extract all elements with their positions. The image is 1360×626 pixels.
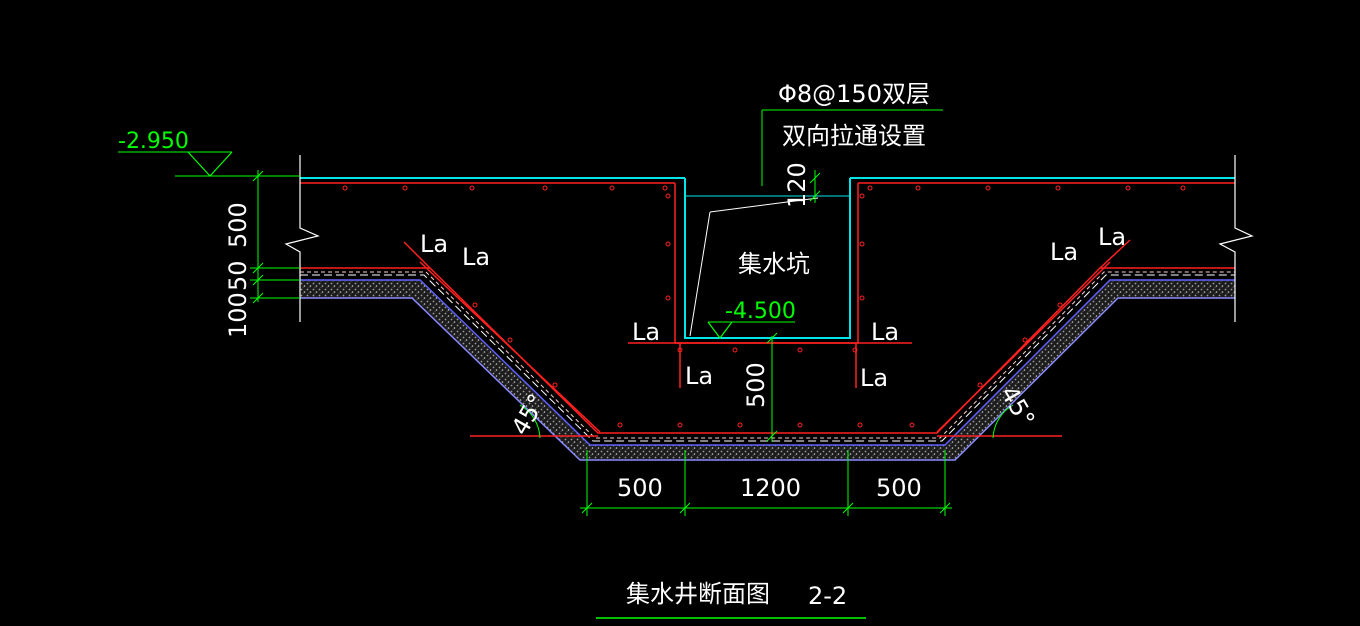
drawing-title: 集水井断面图 [626,580,770,608]
dim-below-pit-tick1 [766,332,778,344]
angle-arc-right [992,404,1014,439]
la-label-4: La [685,362,713,390]
break-line-left [284,155,320,322]
angle-label-left: 45° [506,389,552,440]
bottom-rebar [300,267,1235,434]
rebar-lap-right-top [1099,239,1131,269]
rebar-lap-left-top [403,241,431,269]
la-label-7: La [1050,238,1078,266]
elevation-top-label: -2.950 [118,129,189,154]
dim-below-pit-label: 500 [742,362,770,408]
pit-label: 集水坑 [738,250,810,278]
rebar-dots [342,185,1186,428]
rebar-note-line1: Φ8@150双层 [778,80,930,108]
elev-top-triangle [187,151,233,177]
leader-pit-bracket [689,211,711,337]
section-id: 2-2 [808,582,847,610]
dim-cushion-label: 50 [224,260,252,291]
rebar-note-line2: 双向拉通设置 [782,122,926,150]
dim-bottom-ticks [581,450,951,516]
dim-bottom-right-label: 500 [876,474,922,502]
dim-left-ticks [250,170,300,304]
dim-pit-depth-label: 120 [783,162,811,208]
dim-blinding-label: 100 [224,292,252,338]
la-label-1: La [420,230,448,258]
cushion-bottom-line [300,297,1235,461]
cushion-top-line [300,279,1235,446]
leader-pit-slope [709,197,819,213]
dim-pit-depth-tick2 [809,190,821,202]
la-label-3: La [632,318,660,346]
pit-outline [684,178,851,339]
angle-arc-left [519,404,541,439]
la-label-5: La [871,318,899,346]
sloped-rebar-right [936,261,1111,433]
dim-pit-depth-tick1 [809,172,821,184]
la-label-8: La [1098,223,1126,251]
break-line-right [1218,155,1254,322]
dim-slab-label: 500 [224,202,252,248]
waterproof-layer-2 [300,271,1235,439]
la-label-2: La [462,243,490,271]
sloped-rebar-left [419,261,601,433]
elevation-pit-label: -4.500 [725,299,796,324]
dim-bottom-left-label: 500 [617,474,663,502]
dim-below-pit-tick2 [766,430,778,442]
dim-bottom-mid-label: 1200 [740,474,801,502]
la-label-6: La [860,364,888,392]
elev-pit-triangle [707,321,733,339]
